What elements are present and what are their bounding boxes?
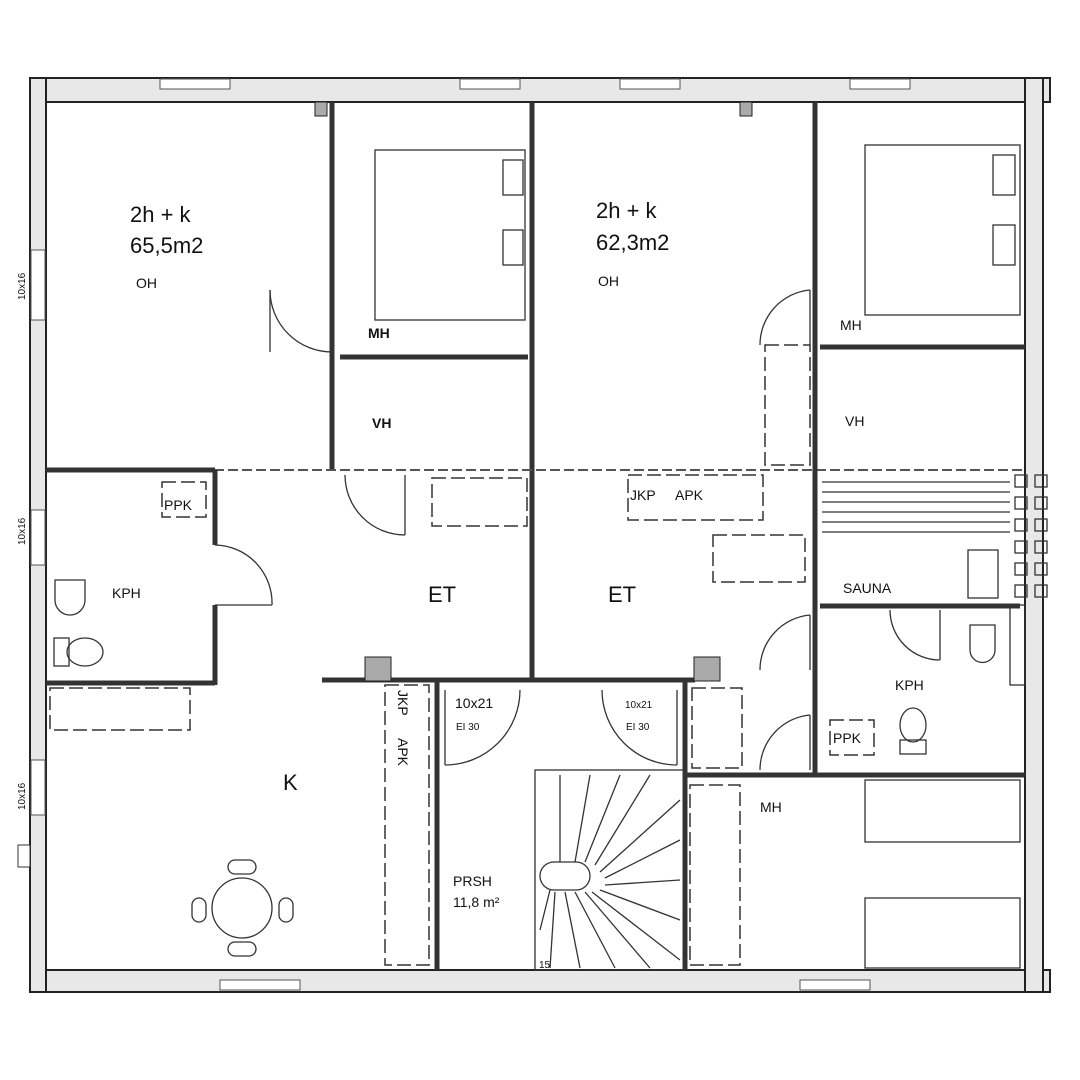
bed xyxy=(864,779,1021,843)
room-label-mh: MH xyxy=(840,317,862,333)
toilet xyxy=(66,637,104,667)
bed xyxy=(864,144,1021,316)
furniture xyxy=(49,144,1048,971)
apartment-type-label: 2h + k xyxy=(130,202,192,227)
terrace-grid xyxy=(1014,474,1048,598)
apartment-type-label: 2h + k xyxy=(596,198,658,223)
room-labels: 2h + k 65,5m2 OH MH VH PPK KPH ET K JKP … xyxy=(17,198,924,971)
window xyxy=(30,249,46,321)
appliance-label-jkp: JKP xyxy=(395,690,411,716)
door-rating-label: EI 30 xyxy=(456,722,480,733)
apartment-area-label: 65,5m2 xyxy=(130,233,203,258)
room-label-oh: OH xyxy=(598,273,619,289)
toilet xyxy=(899,707,927,743)
door-size-label: 10x21 xyxy=(455,695,493,711)
room-label-kph: KPH xyxy=(895,677,924,693)
appliance-label-ppk: PPK xyxy=(164,497,193,513)
room-label-vh: VH xyxy=(845,413,864,429)
window-size-label: 10x16 xyxy=(17,517,28,545)
stairs xyxy=(534,769,686,971)
room-label-kph: KPH xyxy=(112,585,141,601)
stair-step-count: 15 xyxy=(539,960,551,971)
room-area-prsh: 11,8 m² xyxy=(453,894,500,910)
window xyxy=(30,509,46,566)
sauna-stove xyxy=(967,549,999,599)
room-label-oh: OH xyxy=(136,275,157,291)
room-label-mh2: MH xyxy=(760,799,782,815)
window xyxy=(459,78,521,90)
radiator xyxy=(1009,604,1026,686)
bed xyxy=(864,897,1021,969)
room-label-k: K xyxy=(283,770,298,795)
doors xyxy=(214,289,941,771)
dining-table xyxy=(211,877,273,939)
window xyxy=(619,78,681,90)
room-label-et: ET xyxy=(428,582,456,607)
window xyxy=(849,78,911,90)
room-label-sauna: SAUNA xyxy=(843,580,892,596)
sauna-benches xyxy=(822,481,1010,533)
sink xyxy=(54,579,86,616)
room-label-vh: VH xyxy=(372,415,391,431)
room-label-et: ET xyxy=(608,582,636,607)
door-size-label: 10x21 xyxy=(625,700,653,711)
window xyxy=(30,759,46,816)
bed xyxy=(374,149,526,321)
exterior-walls xyxy=(17,77,1051,993)
window-size-label: 10x16 xyxy=(17,272,28,300)
window xyxy=(159,78,231,90)
room-label-mh: MH xyxy=(368,325,390,341)
sink xyxy=(969,624,996,664)
window xyxy=(219,979,301,991)
appliance-label-apk: APK xyxy=(675,487,704,503)
window xyxy=(799,979,871,991)
appliance-label-apk: APK xyxy=(395,738,411,767)
door-rating-label: EI 30 xyxy=(626,722,650,733)
appliance-label-jkp: JKP xyxy=(630,487,656,503)
window-size-label: 10x16 xyxy=(17,782,28,810)
room-label-prsh: PRSH xyxy=(453,873,492,889)
appliance-label-ppk: PPK xyxy=(833,730,862,746)
apartment-area-label: 62,3m2 xyxy=(596,230,669,255)
